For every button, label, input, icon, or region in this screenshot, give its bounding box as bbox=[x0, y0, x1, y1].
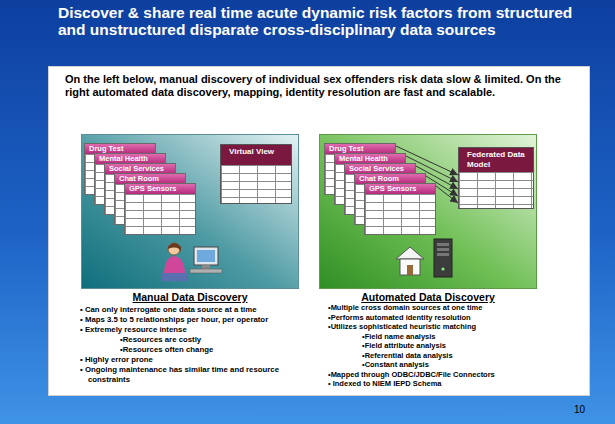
page-number-area: 10 bbox=[574, 404, 604, 415]
bullet-item: • Can only interrogate one data source a… bbox=[80, 305, 322, 315]
mapping-arrow bbox=[436, 186, 458, 203]
house-server-illustration bbox=[392, 237, 462, 282]
automated-discovery-panel: Drug TestMental HealthSocial ServicesCha… bbox=[319, 134, 537, 289]
view-table: Federated Data Model bbox=[458, 147, 534, 209]
bullet-item: • Indexed to NIEM IEPD Schema bbox=[328, 379, 583, 389]
table-grid bbox=[365, 194, 435, 234]
table-grid bbox=[459, 172, 533, 208]
bullet-item: •Performs automated identity resolution bbox=[328, 313, 583, 323]
data-source-table: GPS Sensors bbox=[124, 183, 196, 235]
bullet-item: •Referential data analysis bbox=[362, 351, 583, 361]
bullet-item: • Maps 3.5 to 5 relationships per hour, … bbox=[80, 315, 322, 325]
bullet-item: • Ongoing maintenance has similar time a… bbox=[80, 365, 322, 385]
table-grid bbox=[221, 165, 291, 203]
bullet-item: •Resources are costly bbox=[120, 335, 322, 345]
slide-title: Discover & share real time acute dynamic… bbox=[58, 4, 603, 38]
manual-bullets: • Can only interrogate one data source a… bbox=[80, 305, 322, 385]
table-header: GPS Sensors bbox=[365, 184, 435, 194]
manual-discovery-panel: Drug TestMental HealthSocial ServicesCha… bbox=[81, 134, 299, 289]
view-table: Virtual View bbox=[220, 144, 292, 204]
bullet-item: •Field name analysis bbox=[362, 332, 583, 342]
intro-text: On the left below, manual discovery of i… bbox=[65, 73, 580, 99]
bullet-item: • Highly error prone bbox=[80, 355, 322, 365]
table-grid bbox=[125, 194, 195, 234]
data-source-table: GPS Sensors bbox=[364, 183, 436, 235]
bullet-item: •Multiple cross domain sources at one ti… bbox=[328, 303, 583, 313]
bullet-item: •Utilizes sophisticated heuristic matchi… bbox=[328, 322, 583, 332]
bullet-item: •Mapped through ODBC/JDBC/File Connector… bbox=[328, 370, 583, 380]
table-header: Federated Data Model bbox=[459, 148, 533, 172]
page-number: 10 bbox=[574, 404, 604, 415]
operator-illustration bbox=[154, 239, 224, 284]
bullet-item: •Resources often change bbox=[120, 345, 322, 355]
section-heading: Automated Data Discovery bbox=[320, 291, 536, 303]
bullet-item: •Field attribute analysis bbox=[362, 341, 583, 351]
table-header: Virtual View bbox=[221, 145, 291, 165]
bullet-item: •Constant analysis bbox=[362, 360, 583, 370]
table-header: GPS Sensors bbox=[125, 184, 195, 194]
bullet-item: • Extremely resource intense bbox=[80, 325, 322, 335]
automated-bullets: •Multiple cross domain sources at one ti… bbox=[328, 303, 583, 389]
section-heading: Manual Data Discovery bbox=[82, 291, 298, 303]
